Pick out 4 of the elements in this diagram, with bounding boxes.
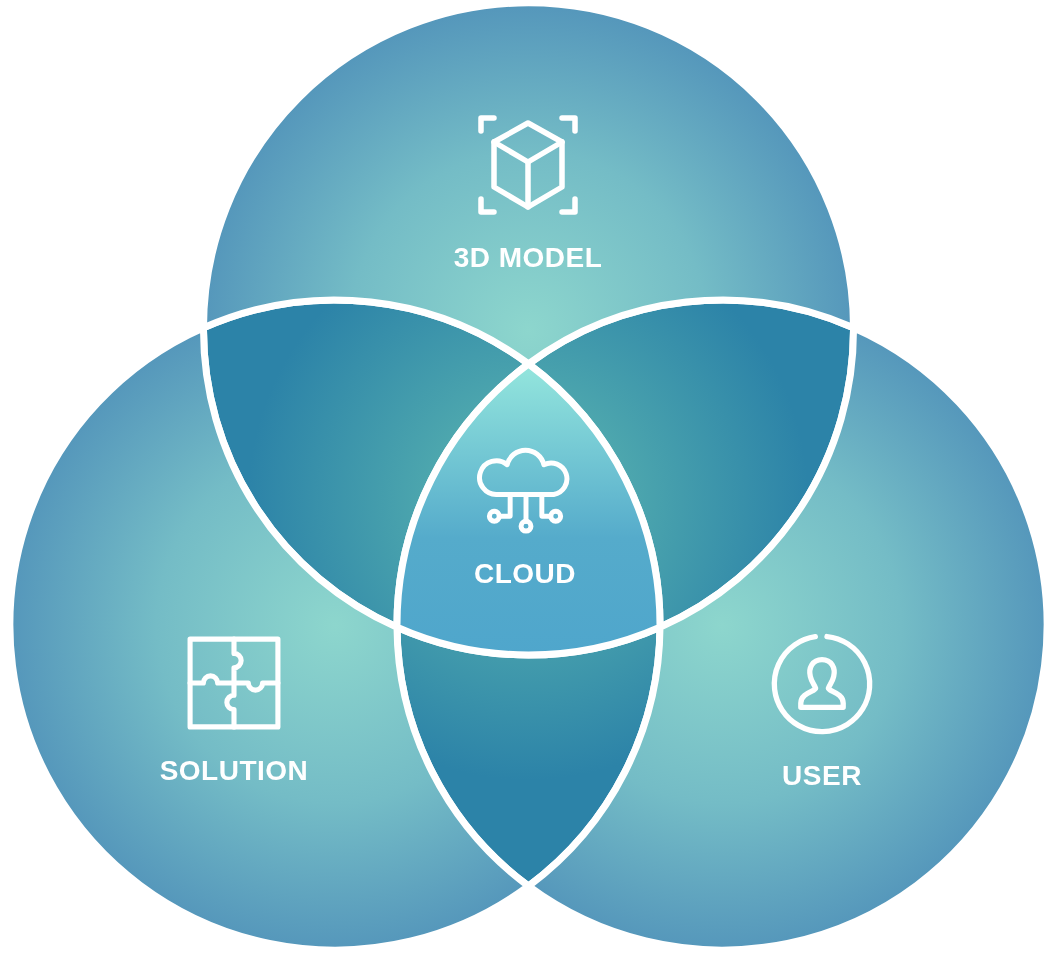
region-label: USER [782, 762, 862, 790]
region-label: 3D MODEL [453, 244, 603, 272]
region-label: SOLUTION [159, 757, 309, 785]
region-label: CLOUD [474, 560, 576, 588]
